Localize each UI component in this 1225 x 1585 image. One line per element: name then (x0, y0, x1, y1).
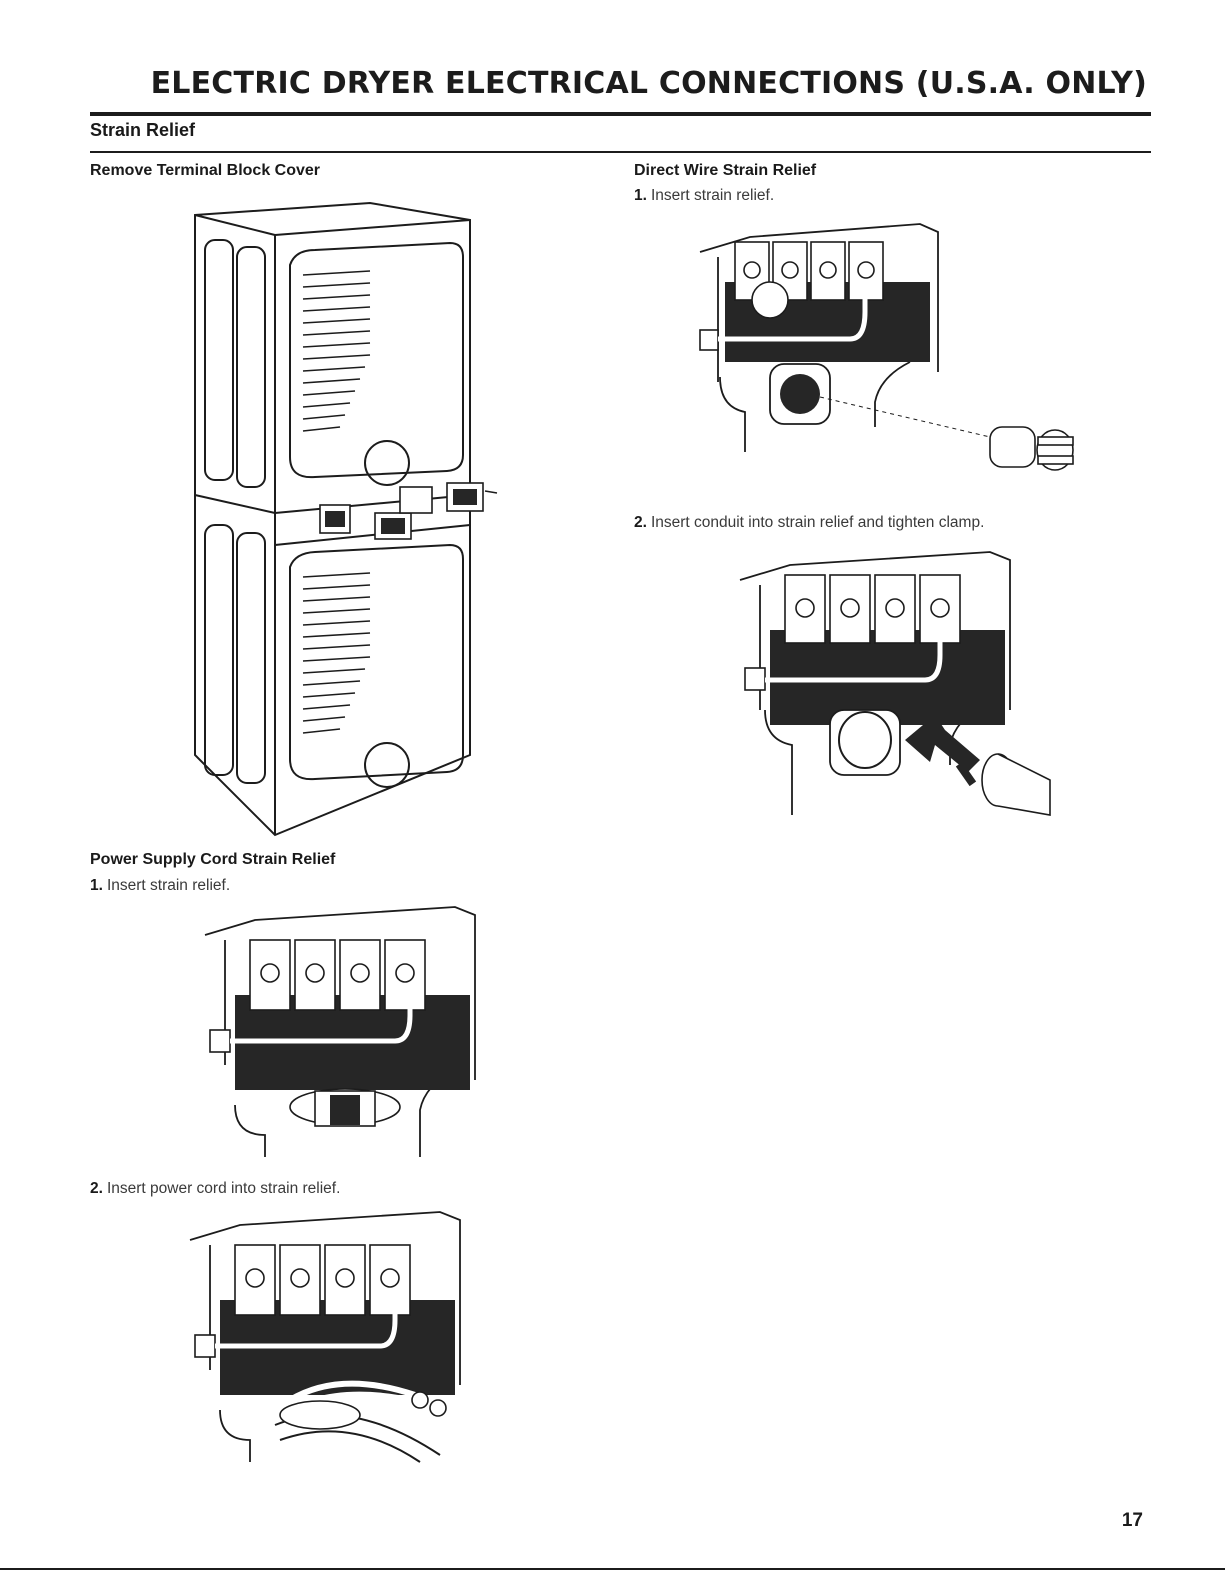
section-rule (90, 151, 1151, 153)
power-cord-step-2-illustration (189, 1211, 461, 1463)
page-title: ELECTRIC DRYER ELECTRICAL CONNECTIONS (U… (150, 66, 1147, 101)
header-rule (90, 112, 1151, 116)
direct-wire-step-2-illustration (739, 551, 1051, 816)
remove-cover-heading: Remove Terminal Block Cover (90, 162, 321, 179)
direct-wire-heading: Direct Wire Strain Relief (634, 162, 817, 179)
direct-wire-step-1: 1.Insert strain relief. (634, 187, 775, 204)
footer-rule (0, 1568, 1225, 1570)
section-title: Strain Relief (90, 120, 196, 140)
page-number: 17 (1121, 1510, 1143, 1531)
direct-wire-step-2: 2.Insert conduit into strain relief and … (634, 514, 985, 531)
stacked-dryer-illustration (194, 201, 498, 837)
power-cord-step-1: 1.Insert strain relief. (90, 877, 231, 894)
direct-wire-step-1-illustration (699, 223, 1074, 471)
power-cord-step-1-illustration (204, 906, 476, 1157)
power-cord-heading: Power Supply Cord Strain Relief (90, 851, 336, 868)
power-cord-step-2: 2.Insert power cord into strain relief. (90, 1180, 341, 1197)
